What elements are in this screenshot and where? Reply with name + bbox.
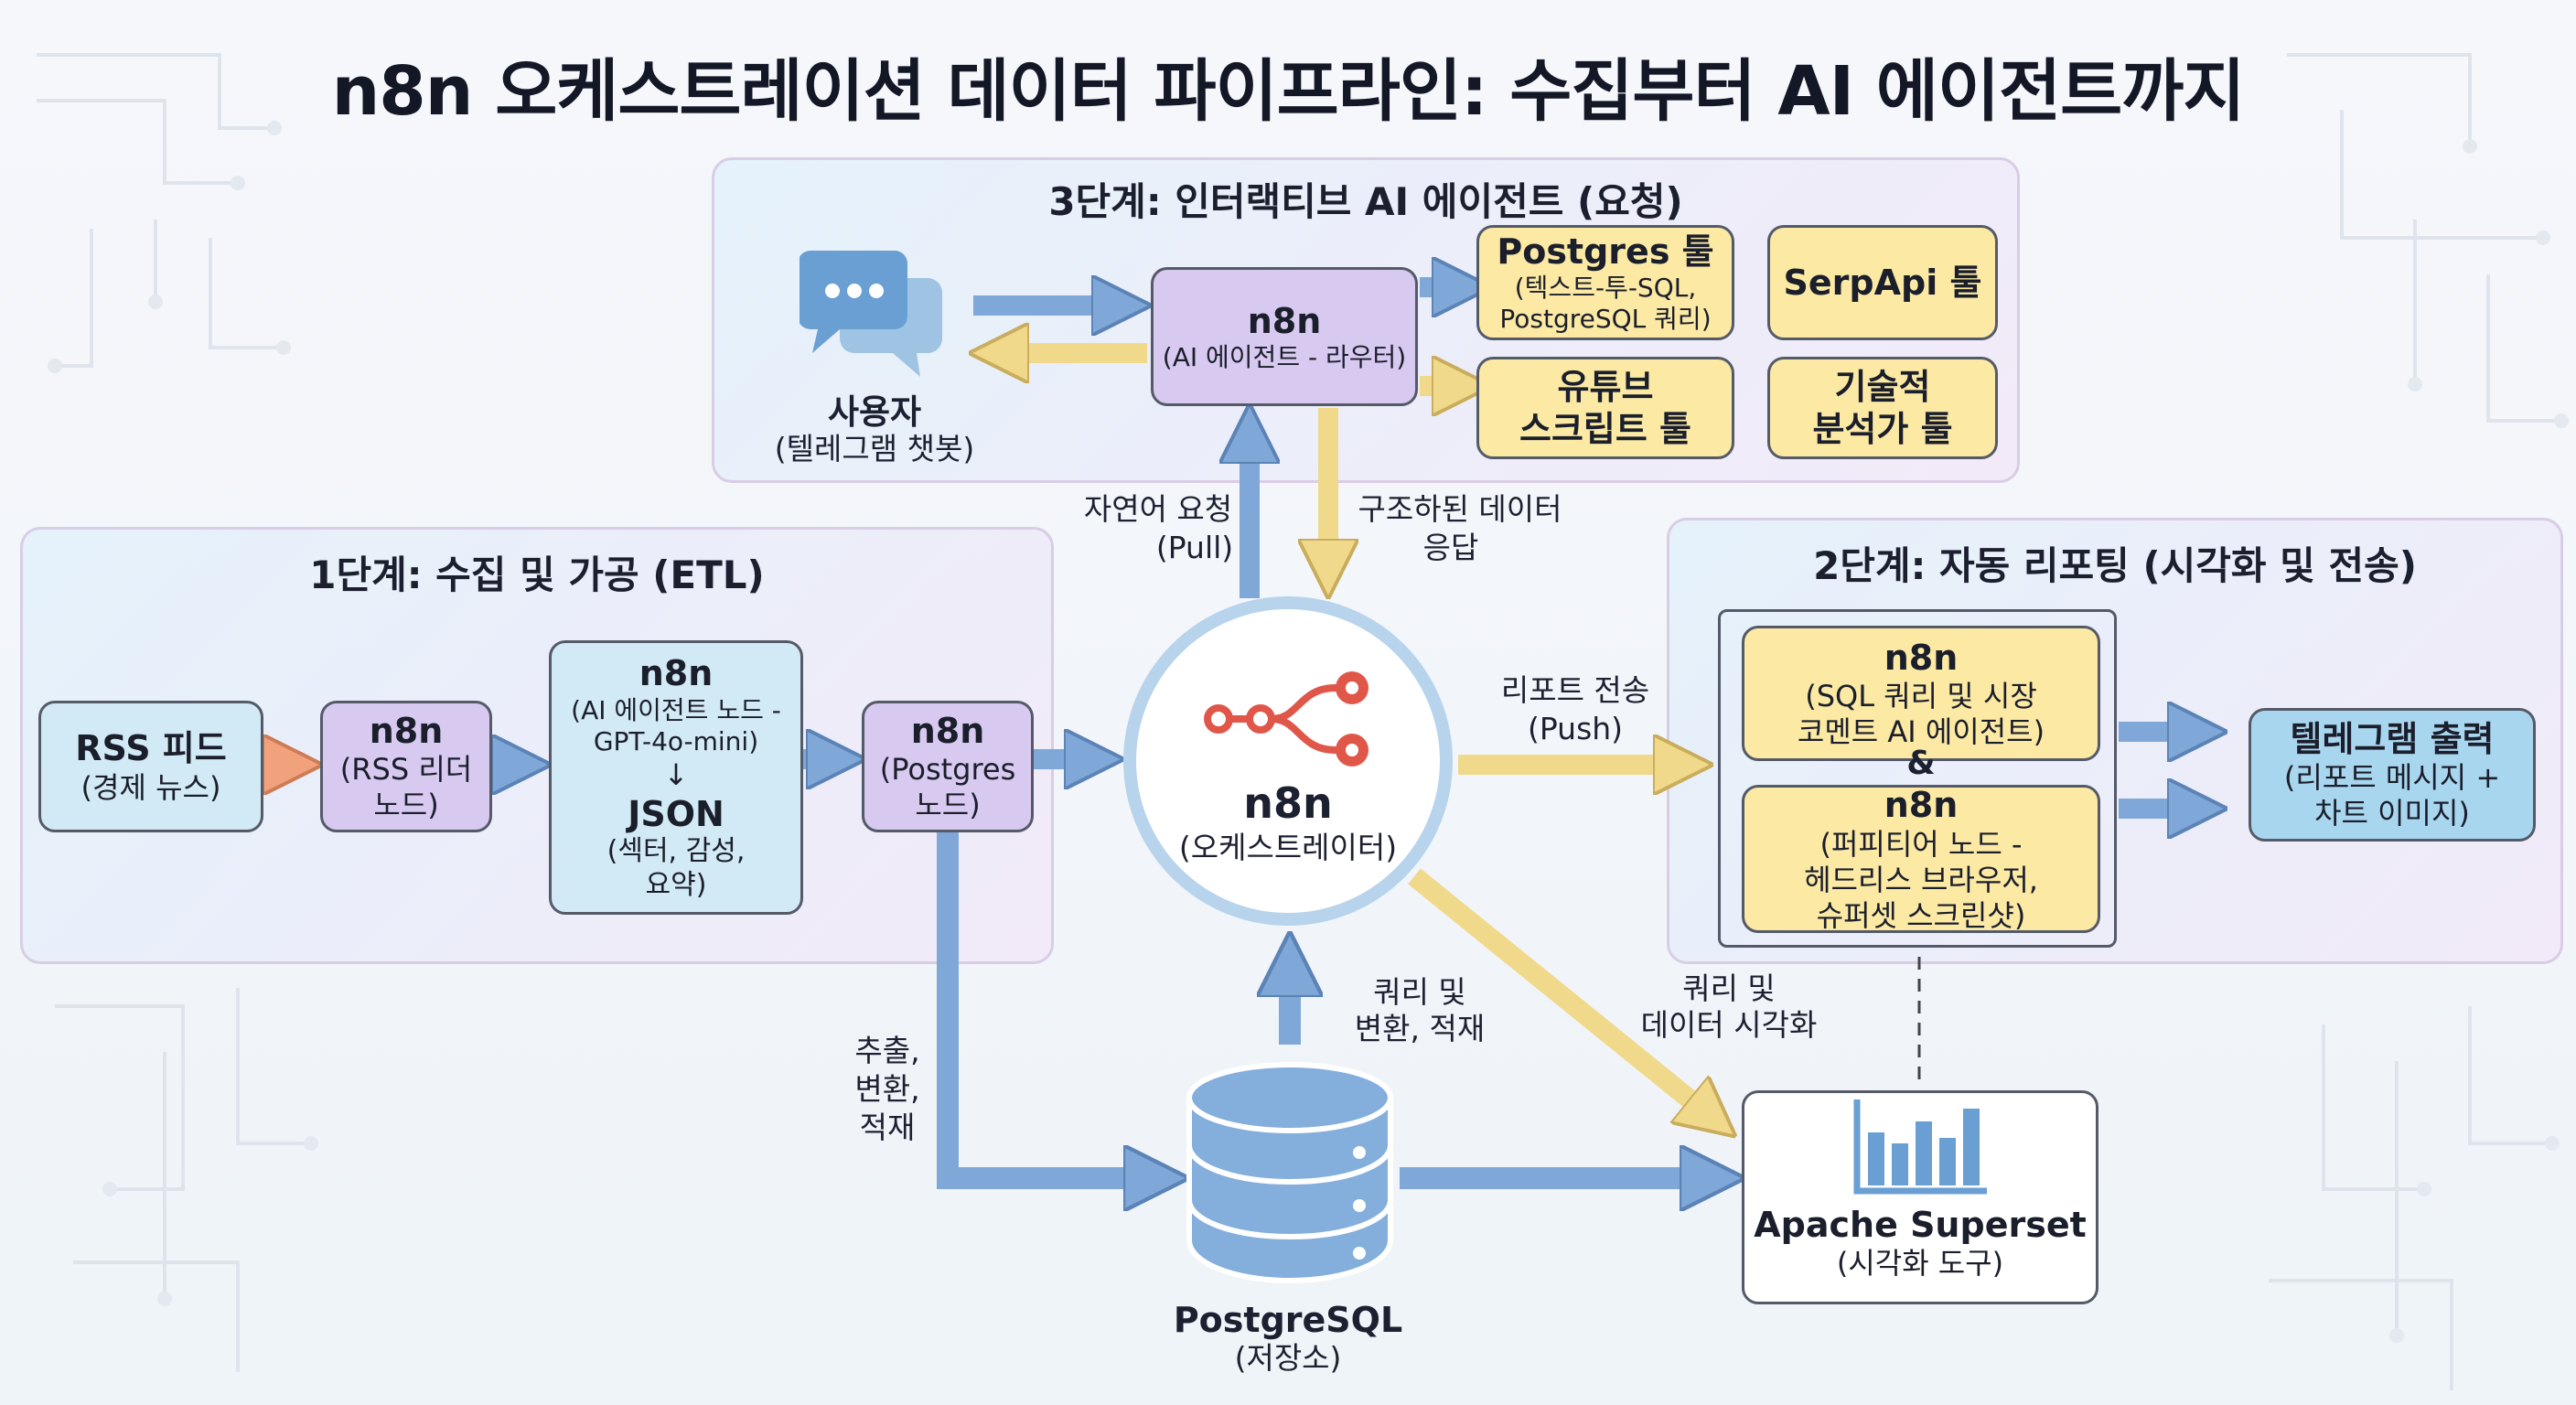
ai-node-sub2: GPT-4o-mini) xyxy=(593,725,759,756)
telegram-out-sub2: 차트 이미지) xyxy=(2314,796,2470,831)
postgresql-sub: (저장소) xyxy=(1234,1340,1342,1376)
tech-tool-line2: 분석가 툴 xyxy=(1812,409,1953,449)
tech-tool-line1: 기술적 xyxy=(1834,366,1931,407)
arrow-pgnode-to-postgresql xyxy=(937,832,1156,1178)
youtube-tool-line2: 스크립트 툴 xyxy=(1519,409,1692,449)
stage3-title: 3단계: 인터랙티브 AI 에이전트 (요청) xyxy=(1048,179,1683,224)
orchestrator-sub: (오케스트레이터) xyxy=(1178,830,1398,865)
bar-chart-icon xyxy=(1853,1099,1987,1195)
postgres-node[interactable]: n8n (Postgres 노드) xyxy=(862,701,1034,832)
puppeteer-title: n8n xyxy=(1884,785,1959,826)
puppeteer-sub3: 슈퍼셋 스크린샷) xyxy=(1816,897,2026,933)
workflow-nodes-icon xyxy=(1204,671,1368,767)
label-query-viz-1: 쿼리 및 xyxy=(1682,971,1776,1006)
router-node[interactable]: n8n (AI 에이전트 - 라우터) xyxy=(1151,267,1418,406)
telegram-out-title: 텔레그램 출력 xyxy=(2290,718,2495,759)
label-report-send-1: 리포트 전송 xyxy=(1500,672,1650,708)
label-query-load-1: 쿼리 및 xyxy=(1373,974,1466,1010)
youtube-tool[interactable]: 유튜브 스크립트 툴 xyxy=(1476,357,1734,459)
label-query-load-2: 변환, 적재 xyxy=(1354,1011,1486,1046)
rss-node-sub1: (RSS 리더 xyxy=(339,752,473,788)
ai-node-sub1: (AI 에이전트 노드 - xyxy=(571,694,781,725)
pg-node-sub1: (Postgres xyxy=(879,752,1016,788)
stage2-title: 2단계: 자동 리포팅 (시각화 및 전송) xyxy=(1813,543,2417,588)
puppeteer-node[interactable]: n8n (퍼피티어 노드 - 헤드리스 브라우저, 슈퍼셋 스크린샷) xyxy=(1742,785,2100,933)
puppeteer-sub2: 헤드리스 브라우저, xyxy=(1804,862,2038,897)
serpapi-tool-title: SerpApi 툴 xyxy=(1783,262,1982,303)
chat-bubbles-icon xyxy=(800,251,942,377)
label-report-send-2: (Push) xyxy=(1527,711,1624,746)
user-sublabel: (텔레그램 챗봇) xyxy=(774,431,975,467)
ai-agent-node[interactable]: n8n (AI 에이전트 노드 - GPT-4o-mini) ↓ JSON (섹… xyxy=(549,640,803,915)
postgres-tool-title: Postgres 툴 xyxy=(1497,231,1714,272)
sql-agent-node[interactable]: n8n (SQL 쿼리 및 시장 코멘트 AI 에이전트) xyxy=(1742,626,2100,761)
postgresql-title: PostgreSQL xyxy=(1173,1300,1403,1340)
label-structured-2: 응답 xyxy=(1422,530,1479,565)
router-sub: (AI 에이전트 - 라우터) xyxy=(1162,342,1407,373)
rss-feed-sub: (경제 뉴스) xyxy=(80,769,221,805)
rss-feed-box[interactable]: RSS 피드 (경제 뉴스) xyxy=(38,701,263,832)
superset-title: Apache Superset xyxy=(1754,1204,2087,1245)
user-label: 사용자 xyxy=(827,392,922,432)
label-structured-1: 구조하된 데이터 xyxy=(1358,491,1562,527)
rss-node-sub2: 노드) xyxy=(373,788,439,823)
pg-node-title: n8n xyxy=(910,710,985,751)
serpapi-tool[interactable]: SerpApi 툴 xyxy=(1767,225,1998,340)
rss-node-title: n8n xyxy=(369,710,444,751)
telegram-output-box[interactable]: 텔레그램 출력 (리포트 메시지 + 차트 이미지) xyxy=(2249,708,2536,842)
postgres-tool-sub2: PostgreSQL 쿼리) xyxy=(1499,304,1712,335)
postgres-tool-sub1: (텍스트-투-SQL, xyxy=(1514,273,1697,304)
orchestrator-node[interactable]: n8n (오케스트레이터) xyxy=(1123,596,1453,926)
router-title: n8n xyxy=(1247,300,1322,341)
ai-node-json: JSON xyxy=(628,794,724,835)
youtube-tool-line1: 유튜브 xyxy=(1557,366,1654,407)
superset-box[interactable]: Apache Superset (시각화 도구) xyxy=(1742,1090,2098,1304)
label-nl-request-2: (Pull) xyxy=(1155,530,1234,565)
page-title: n8n 오케스트레이션 데이터 파이프라인: 수집부터 AI 에이전트까지 xyxy=(331,52,2246,131)
sql-agent-title: n8n xyxy=(1884,637,1959,678)
rss-reader-node[interactable]: n8n (RSS 리더 노드) xyxy=(320,701,492,832)
arrow-center-to-superset xyxy=(1408,868,1712,1118)
label-nl-request-1: 자연어 요청 xyxy=(1083,491,1233,527)
rss-feed-title: RSS 피드 xyxy=(75,728,227,769)
ai-node-sub4: 요약) xyxy=(645,869,707,902)
telegram-out-sub1: (리포트 메시지 + xyxy=(2283,760,2501,796)
label-query-viz-2: 데이터 시각화 xyxy=(1640,1007,1818,1043)
puppeteer-sub1: (퍼피티어 노드 - xyxy=(1819,826,2023,862)
tech-analyst-tool[interactable]: 기술적 분석가 툴 xyxy=(1767,357,1998,459)
pg-node-sub2: 노드) xyxy=(915,788,981,823)
superset-sub: (시각화 도구) xyxy=(1836,1245,2004,1281)
postgres-tool[interactable]: Postgres 툴 (텍스트-투-SQL, PostgreSQL 쿼리) xyxy=(1476,225,1734,340)
database-icon xyxy=(1186,1062,1393,1284)
orchestrator-title: n8n xyxy=(1243,778,1333,828)
sql-agent-sub2: 코멘트 AI 에이전트) xyxy=(1797,714,2045,750)
ai-node-sub3: (섹터, 감성, xyxy=(606,835,746,868)
ampersand: & xyxy=(1906,745,1936,782)
ai-node-title: n8n xyxy=(639,653,714,694)
stage2-inner-frame xyxy=(1718,609,2117,948)
down-arrow-icon: ↓ xyxy=(663,757,689,793)
label-etl-3: 적재 xyxy=(859,1110,916,1145)
stage1-title: 1단계: 수집 및 가공 (ETL) xyxy=(309,552,765,597)
label-etl-1: 추출, xyxy=(854,1033,920,1068)
label-etl-2: 변환, xyxy=(854,1071,920,1107)
sql-agent-sub1: (SQL 쿼리 및 시장 xyxy=(1805,679,2037,714)
